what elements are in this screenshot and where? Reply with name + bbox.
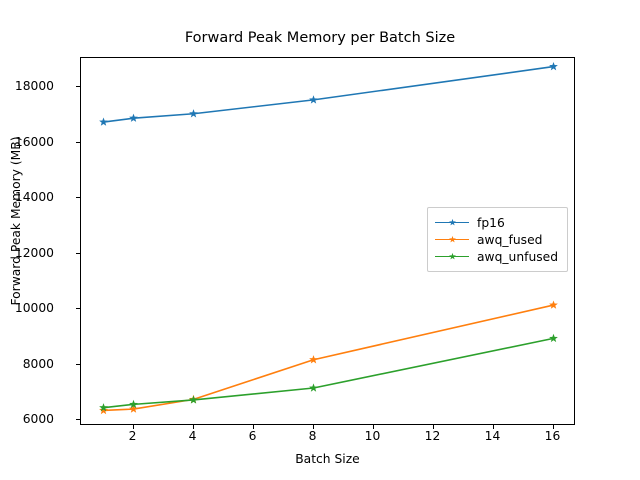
x-tick-label: 16	[544, 429, 561, 443]
data-point-marker	[129, 399, 138, 409]
x-tick-mark	[432, 425, 434, 429]
data-point-marker	[99, 405, 108, 415]
x-tick-mark	[372, 425, 374, 429]
data-point-marker	[549, 62, 558, 71]
x-tick-mark	[252, 425, 254, 429]
series-line	[102, 65, 555, 123]
y-tick-mark	[76, 86, 80, 88]
data-point-marker	[309, 383, 318, 392]
x-tick-label: 10	[364, 429, 381, 443]
series-fp16	[99, 62, 558, 126]
legend-swatch	[435, 216, 469, 230]
legend-label: awq_fused	[477, 232, 543, 247]
y-tick-label: 14000	[14, 190, 54, 205]
data-point-marker	[309, 95, 318, 104]
data-point-marker	[309, 355, 318, 364]
x-tick-mark	[312, 425, 314, 429]
data-point-marker	[129, 404, 138, 413]
y-tick-label: 8000	[22, 356, 54, 371]
x-tick-mark	[492, 425, 494, 429]
x-tick-mark	[552, 425, 554, 429]
series-canvas	[99, 62, 558, 415]
legend-label: awq_unfused	[477, 249, 559, 264]
chart-title: Forward Peak Memory per Batch Size	[184, 30, 456, 46]
x-tick-label: 12	[424, 429, 441, 443]
data-point-marker	[189, 395, 198, 404]
x-tick-label: 4	[188, 429, 197, 443]
x-tick-mark	[192, 425, 194, 429]
legend-swatch	[435, 250, 469, 264]
data-point-marker	[129, 113, 138, 122]
x-tick-mark	[132, 425, 134, 429]
legend-label: fp16	[477, 215, 505, 230]
chart-legend[interactable]: fp16 awq_fused awq_unfused	[427, 207, 568, 272]
x-axis-label: Batch Size	[295, 452, 360, 466]
y-tick-label: 6000	[22, 412, 54, 427]
legend-star-icon	[448, 218, 456, 226]
legend-star-icon	[448, 252, 456, 260]
series-awq_fused	[99, 300, 558, 415]
data-point-marker	[99, 403, 108, 412]
x-tick-label: 8	[308, 429, 317, 443]
series-line	[102, 304, 555, 412]
legend-item-awq_fused[interactable]: awq_fused	[435, 231, 559, 248]
y-tick-mark	[76, 197, 80, 199]
y-tick-mark	[76, 252, 80, 254]
y-tick-mark	[76, 419, 80, 421]
legend-item-awq_unfused[interactable]: awq_unfused	[435, 248, 559, 265]
legend-star-icon	[448, 235, 456, 243]
x-tick-label: 6	[248, 429, 257, 443]
data-point-marker	[549, 300, 558, 309]
plot-area	[80, 57, 575, 425]
x-tick-label: 2	[128, 429, 137, 443]
y-tick-mark	[76, 308, 80, 310]
y-tick-mark	[76, 141, 80, 143]
y-tick-label: 12000	[14, 245, 54, 260]
data-point-marker	[189, 109, 198, 118]
legend-swatch	[435, 233, 469, 247]
series-line	[102, 337, 555, 409]
y-tick-mark	[76, 363, 80, 365]
y-tick-label: 16000	[14, 134, 54, 149]
data-point-marker	[549, 333, 558, 343]
series-awq_unfused	[99, 333, 558, 412]
legend-item-fp16[interactable]: fp16	[435, 214, 559, 231]
data-point-marker	[99, 117, 108, 126]
x-tick-label: 14	[484, 429, 501, 443]
y-tick-label: 18000	[14, 79, 54, 94]
y-tick-label: 10000	[14, 301, 54, 316]
